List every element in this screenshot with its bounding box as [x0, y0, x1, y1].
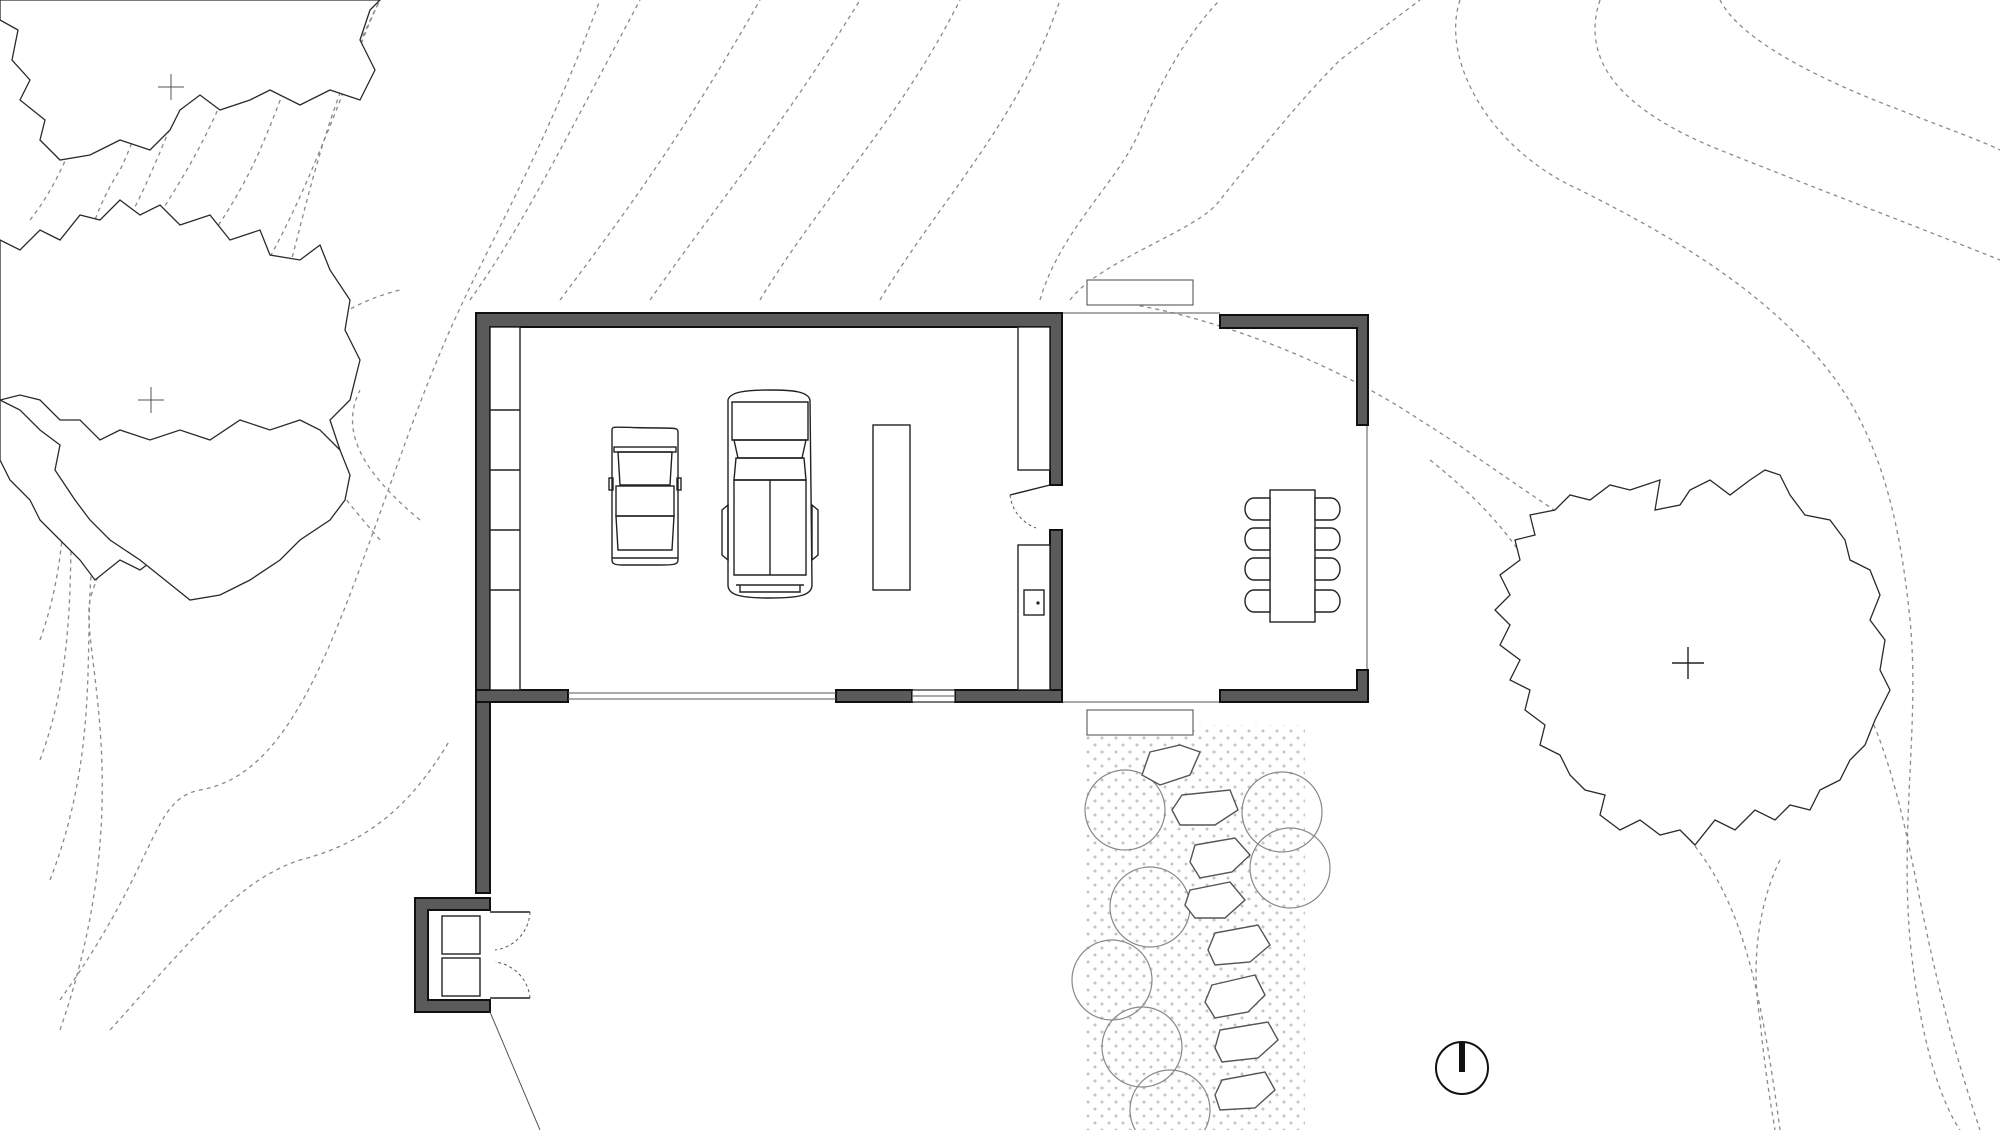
garage-wall-bottom-1 [475, 689, 569, 703]
garage-building [475, 312, 1063, 703]
tree-canopy-lower [0, 394, 351, 601]
north-arrow-icon [1435, 1041, 1489, 1095]
garage-wall-bottom-2 [835, 689, 913, 703]
garage-wall-right-lower [1049, 529, 1063, 703]
large-tree-canopy [1494, 469, 1891, 846]
right-counter-lower [1017, 544, 1051, 691]
tree-center-mark-2 [138, 387, 164, 413]
dining-table-with-eight-chairs [1244, 489, 1341, 623]
pavilion-top-step [1086, 279, 1194, 306]
open-pavilion [1058, 279, 1369, 736]
pickup-truck [721, 389, 819, 599]
right-counter-upper [1017, 326, 1051, 471]
shed-walls [414, 897, 491, 1013]
pavilion-wall-bottom [1219, 669, 1369, 703]
small-car [608, 426, 682, 566]
connecting-wall [475, 701, 491, 894]
tree-center-mark-3 [1672, 647, 1704, 679]
garage-wall-bottom-3 [954, 689, 1063, 703]
utility-sink [1023, 589, 1045, 616]
shed-bin-lower [441, 957, 481, 997]
tree-grove [0, 0, 381, 601]
property-line [489, 1011, 541, 1130]
workbench [872, 424, 911, 591]
side-door [1009, 484, 1051, 529]
pavilion-wall-top [1219, 314, 1369, 426]
pavilion-bottom-step [1086, 709, 1194, 736]
tree-center-mark-1 [158, 74, 184, 100]
dining-table [1269, 489, 1316, 623]
stepping-stone-path [1071, 725, 1331, 1130]
storage-shed [414, 701, 541, 1130]
shed-double-door [490, 911, 531, 999]
shed-bin-upper [441, 915, 481, 955]
tree-canopy-upper [0, 0, 381, 161]
left-storage-cabinets [489, 326, 521, 691]
gravel-area [1085, 725, 1305, 1130]
